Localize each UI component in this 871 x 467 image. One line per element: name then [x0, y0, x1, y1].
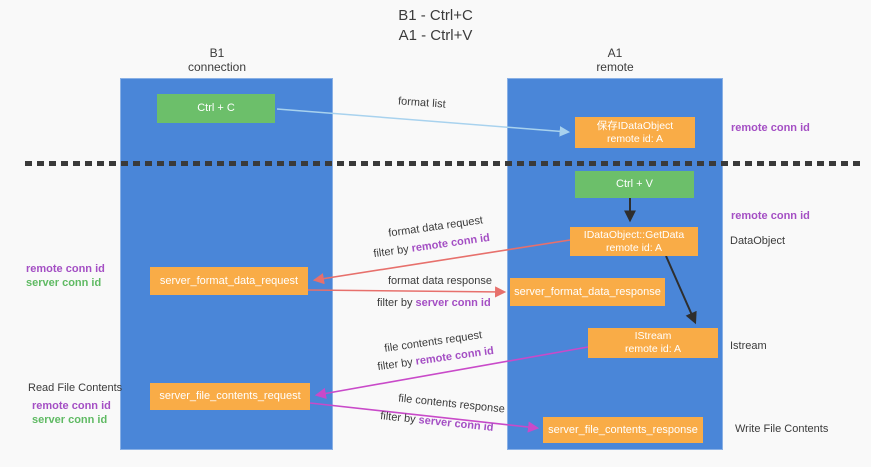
annotation-remote-conn-id-mid: remote conn id [731, 210, 810, 222]
lane-header-a1: A1 remote [545, 46, 685, 74]
lane-header-b1: B1 connection [147, 46, 287, 74]
node-save-idataobject-line2: remote id: A [606, 132, 664, 145]
lane-a1-subtitle: remote [596, 60, 634, 74]
lane-b1-title: B1 [209, 46, 225, 60]
diagram-title: B1 - Ctrl+C A1 - Ctrl+V [0, 6, 871, 46]
phase-separator-dashed-line [25, 161, 863, 166]
edge-format-request-arrow [312, 239, 571, 285]
node-file-request-label: server_file_contents_request [159, 390, 301, 402]
annotation-server-conn-id-left1: server conn id [26, 277, 102, 289]
annotation-istream: Istream [730, 340, 767, 352]
node-server-format-data-response: server_format_data_response [510, 278, 665, 306]
edge-format-list-arrow [276, 108, 571, 137]
node-getdata-line2: remote id: A [605, 241, 663, 254]
title-line-1: B1 - Ctrl+C [398, 7, 473, 24]
node-save-idataobject-line1: 保存IDataObject [596, 119, 674, 132]
annotation-remote-conn-id-top: remote conn id [731, 122, 810, 134]
annotation-dataobject: DataObject [730, 235, 786, 247]
node-istream-line1: IStream [634, 330, 672, 342]
node-server-format-data-request: server_format_data_request [150, 267, 308, 295]
node-ctrl-c: Ctrl + C [157, 94, 275, 123]
node-format-request-label: server_format_data_request [159, 274, 299, 287]
node-server-file-contents-response: server_file_contents_response [543, 417, 703, 443]
node-idataobject-getdata: IDataObject::GetData remote id: A [570, 227, 698, 256]
annotation-remote-conn-id-left1: remote conn id [26, 263, 105, 275]
node-getdata-line1: IDataObject::GetData [583, 228, 685, 241]
node-format-response-label: server_format_data_response [514, 285, 661, 298]
annotation-write-file-contents: Write File Contents [735, 423, 829, 435]
node-ctrl-v: Ctrl + V [575, 171, 694, 198]
server-conn-id-text: server conn id [415, 297, 491, 309]
edge-file-response-arrow [309, 402, 540, 433]
node-save-idataobject: 保存IDataObject remote id: A [575, 117, 695, 148]
edge-file-request-arrow [314, 346, 589, 399]
node-ctrl-v-label: Ctrl + V [616, 178, 653, 190]
node-istream: IStream remote id: A [588, 328, 718, 358]
annotation-server-conn-id-left2: server conn id [32, 414, 108, 426]
node-server-file-contents-request: server_file_contents_request [150, 383, 310, 410]
title-line-2: A1 - Ctrl+V [398, 27, 473, 44]
annotation-read-file-contents: Read File Contents [28, 382, 123, 394]
lane-a1-title: A1 [607, 46, 623, 60]
lane-b1-subtitle: connection [187, 60, 247, 74]
filter-by-text: filter by [377, 297, 416, 309]
edge-format-response-arrow [307, 286, 507, 298]
edge-label-format-data-response: format data response [388, 275, 492, 287]
node-file-response-label: server_file_contents_response [548, 423, 698, 436]
edge-label-filter-server-1: filter by server conn id [377, 297, 491, 309]
annotation-remote-conn-id-left2: remote conn id [32, 400, 111, 412]
edge-getdata-to-istream-arrow [665, 255, 697, 325]
node-istream-line2: remote id: A [624, 343, 682, 355]
node-ctrl-c-label: Ctrl + C [197, 102, 235, 114]
